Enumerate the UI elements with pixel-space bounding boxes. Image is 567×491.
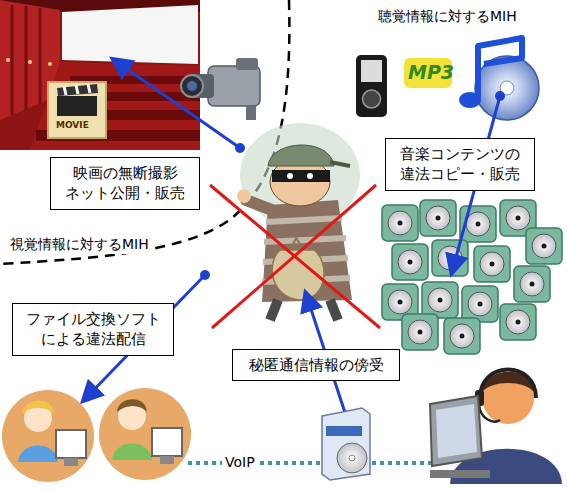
- box-text: 音楽コンテンツの 違法コピー・販売: [392, 144, 528, 185]
- label-text: 視覚情報に対するMIH: [8, 236, 151, 254]
- caption-box: 秘匿通信情報の傍受: [232, 349, 400, 381]
- label-text: 聴覚情報に対するMIH: [378, 8, 517, 26]
- label-text: MP3: [408, 61, 454, 83]
- operator-user: [430, 370, 562, 485]
- box-text: 映画の無断撮影 ネット公開・販売: [57, 163, 193, 204]
- movie-icon: [48, 82, 106, 138]
- caption-box: ファイル交換ソフト による違法配信: [12, 303, 174, 356]
- software-package: [322, 408, 370, 480]
- caption-box: 音楽コンテンツの 違法コピー・販売: [385, 138, 535, 191]
- caption-box: 映画の無断撮影 ネット公開・販売: [50, 157, 200, 210]
- region-boundary: [0, 0, 289, 264]
- cd-copies: [382, 200, 562, 354]
- users-left: [2, 388, 191, 482]
- prohibition-cross: [210, 185, 380, 328]
- label-text: VoIP: [222, 454, 258, 470]
- music-icons: [356, 38, 539, 120]
- label-text: MOVIE: [56, 120, 89, 130]
- box-text: ファイル交換ソフト による違法配信: [19, 309, 167, 350]
- box-text: 秘匿通信情報の傍受: [239, 355, 393, 375]
- camcorder-icon: [181, 58, 260, 120]
- theater-picture: [0, 0, 200, 150]
